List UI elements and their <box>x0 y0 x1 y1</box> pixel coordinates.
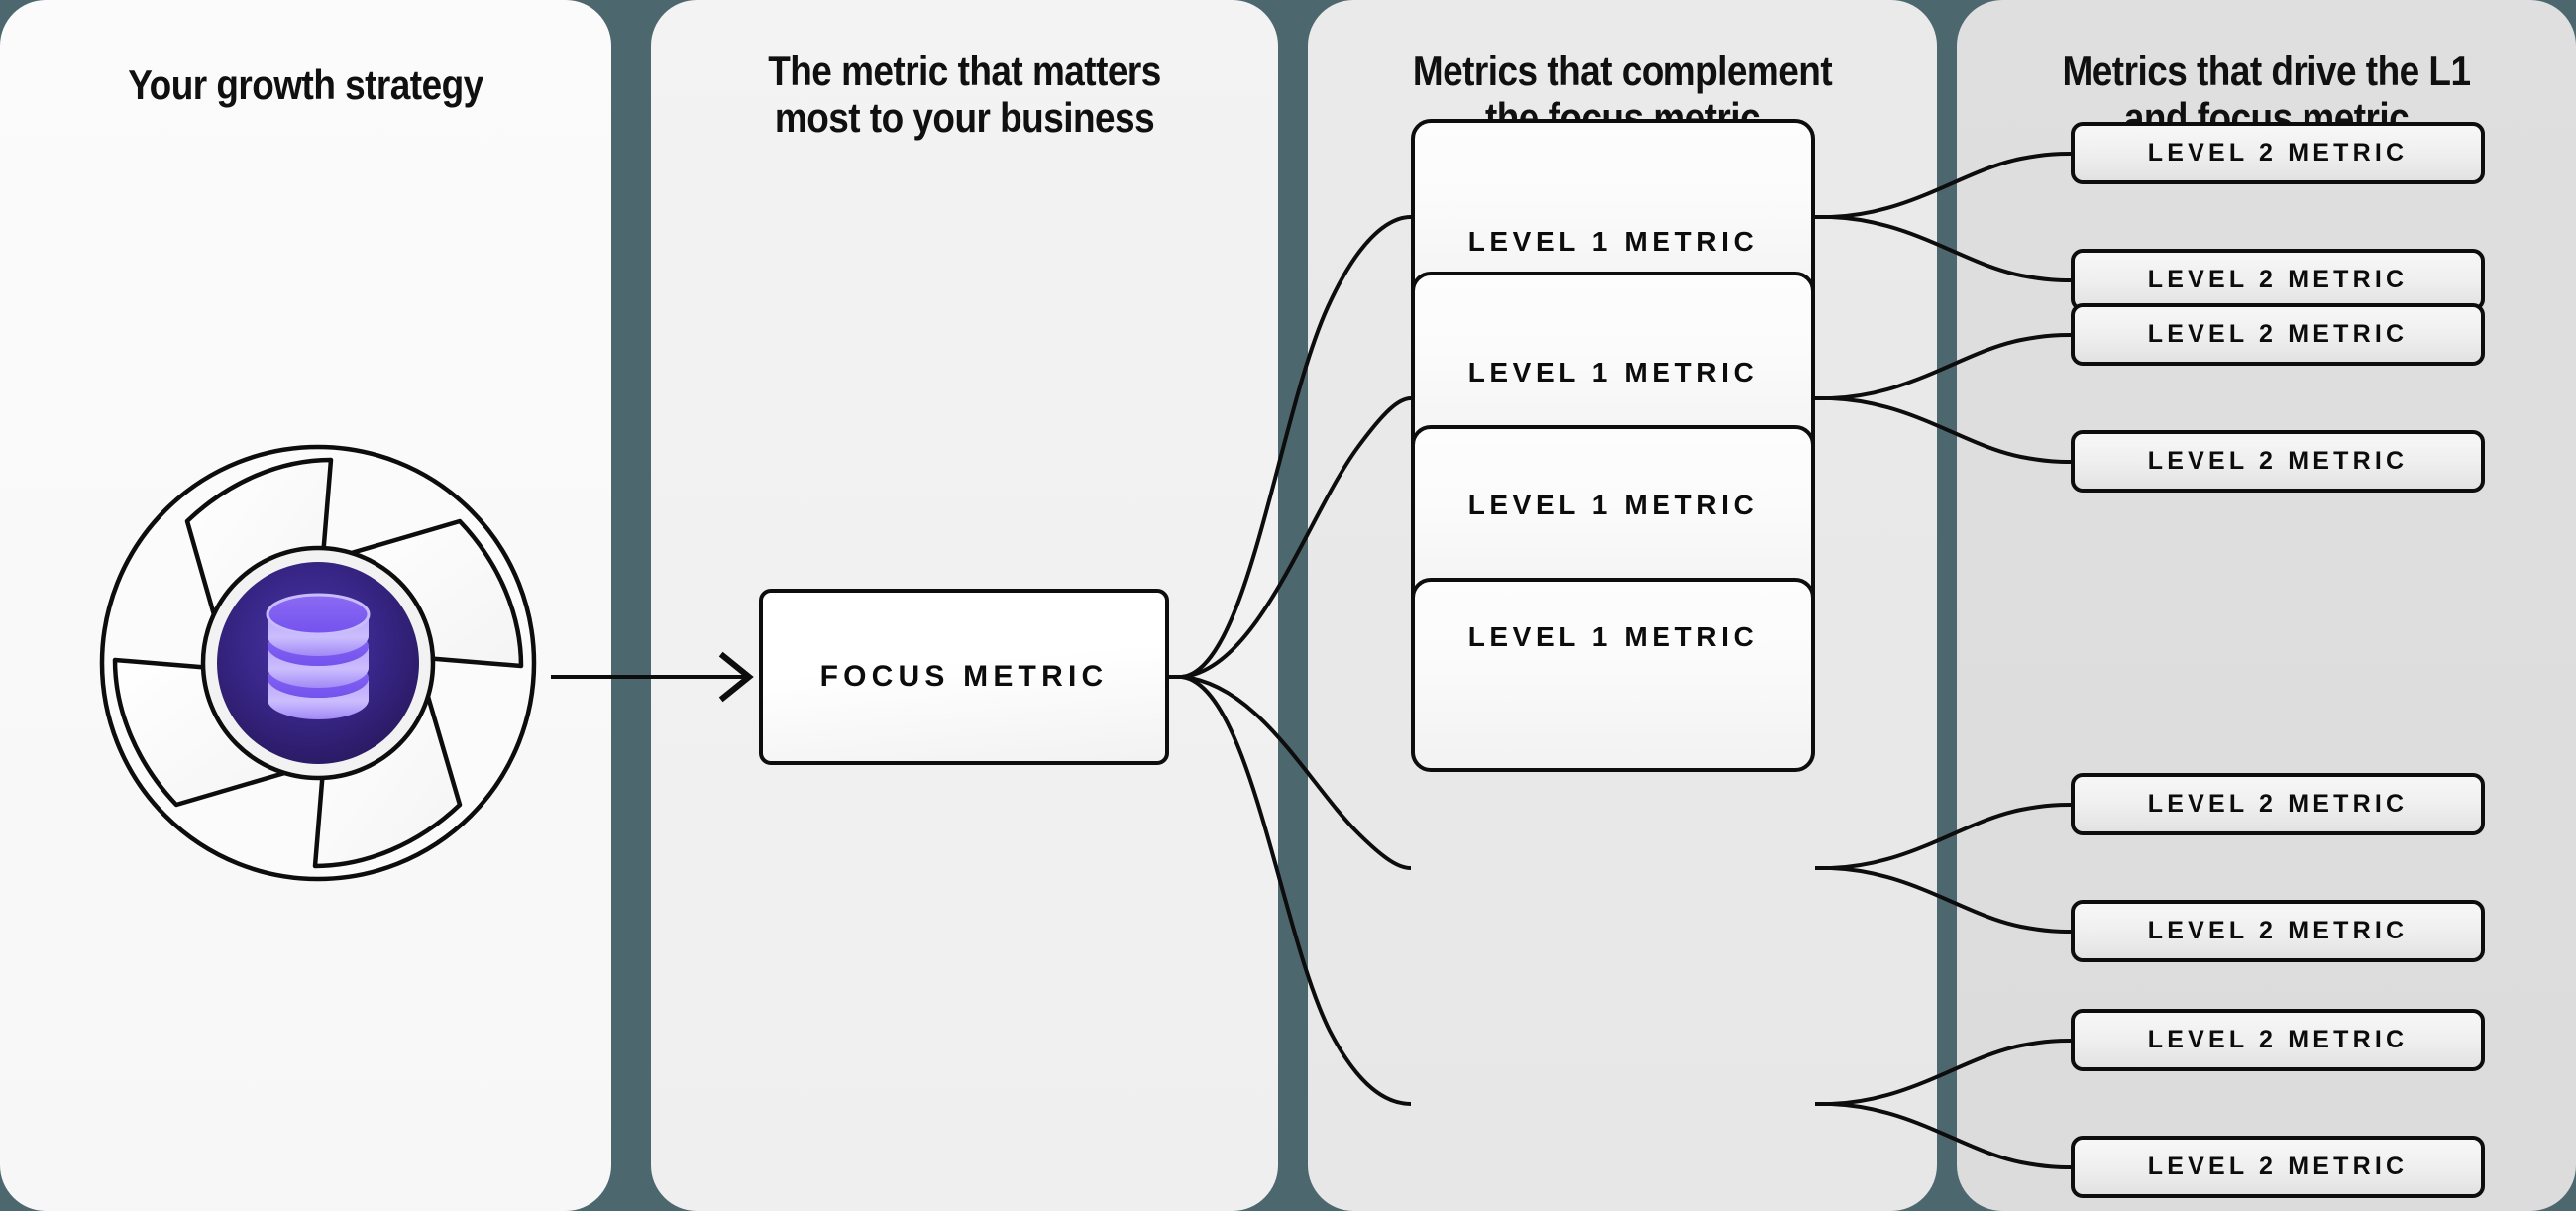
level-2-metric-box[interactable]: LEVEL 2 METRIC <box>2071 773 2485 835</box>
level-2-metric-box[interactable]: LEVEL 2 METRIC <box>2071 249 2485 311</box>
level-1-metric-label: LEVEL 1 METRIC <box>1467 490 1759 520</box>
level-2-metric-box[interactable]: LEVEL 2 METRIC <box>2071 122 2485 184</box>
level-2-metric-box[interactable]: LEVEL 2 METRIC <box>2071 430 2485 493</box>
level-2-metric-label: LEVEL 2 METRIC <box>2147 917 2409 944</box>
level-2-metric-label: LEVEL 2 METRIC <box>2147 790 2409 818</box>
level-1-metric-box[interactable]: LEVEL 1 METRIC <box>1411 578 1815 772</box>
focus-metric-label: FOCUS METRIC <box>819 660 1109 693</box>
database-icon <box>266 593 371 719</box>
level-1-metric-label: LEVEL 1 METRIC <box>1467 621 1759 652</box>
level-1-metric-label: LEVEL 1 METRIC <box>1467 357 1759 387</box>
level-2-metric-label: LEVEL 2 METRIC <box>2147 1026 2409 1053</box>
level-2-metric-label: LEVEL 2 METRIC <box>2147 320 2409 348</box>
level-2-metric-box[interactable]: LEVEL 2 METRIC <box>2071 1009 2485 1071</box>
focus-metric-box[interactable]: FOCUS METRIC <box>759 589 1169 765</box>
growth-strategy-logo <box>85 430 551 896</box>
level-2-metric-label: LEVEL 2 METRIC <box>2147 447 2409 475</box>
level-2-metric-label: LEVEL 2 METRIC <box>2147 139 2409 166</box>
level-2-metric-box[interactable]: LEVEL 2 METRIC <box>2071 1136 2485 1198</box>
level-2-metric-label: LEVEL 2 METRIC <box>2147 1153 2409 1180</box>
level-2-metric-box[interactable]: LEVEL 2 METRIC <box>2071 900 2485 962</box>
level-1-metric-label: LEVEL 1 METRIC <box>1467 226 1759 257</box>
level-2-metric-label: LEVEL 2 METRIC <box>2147 266 2409 293</box>
level-2-metric-box[interactable]: LEVEL 2 METRIC <box>2071 303 2485 366</box>
logo-blade-group <box>112 457 524 869</box>
